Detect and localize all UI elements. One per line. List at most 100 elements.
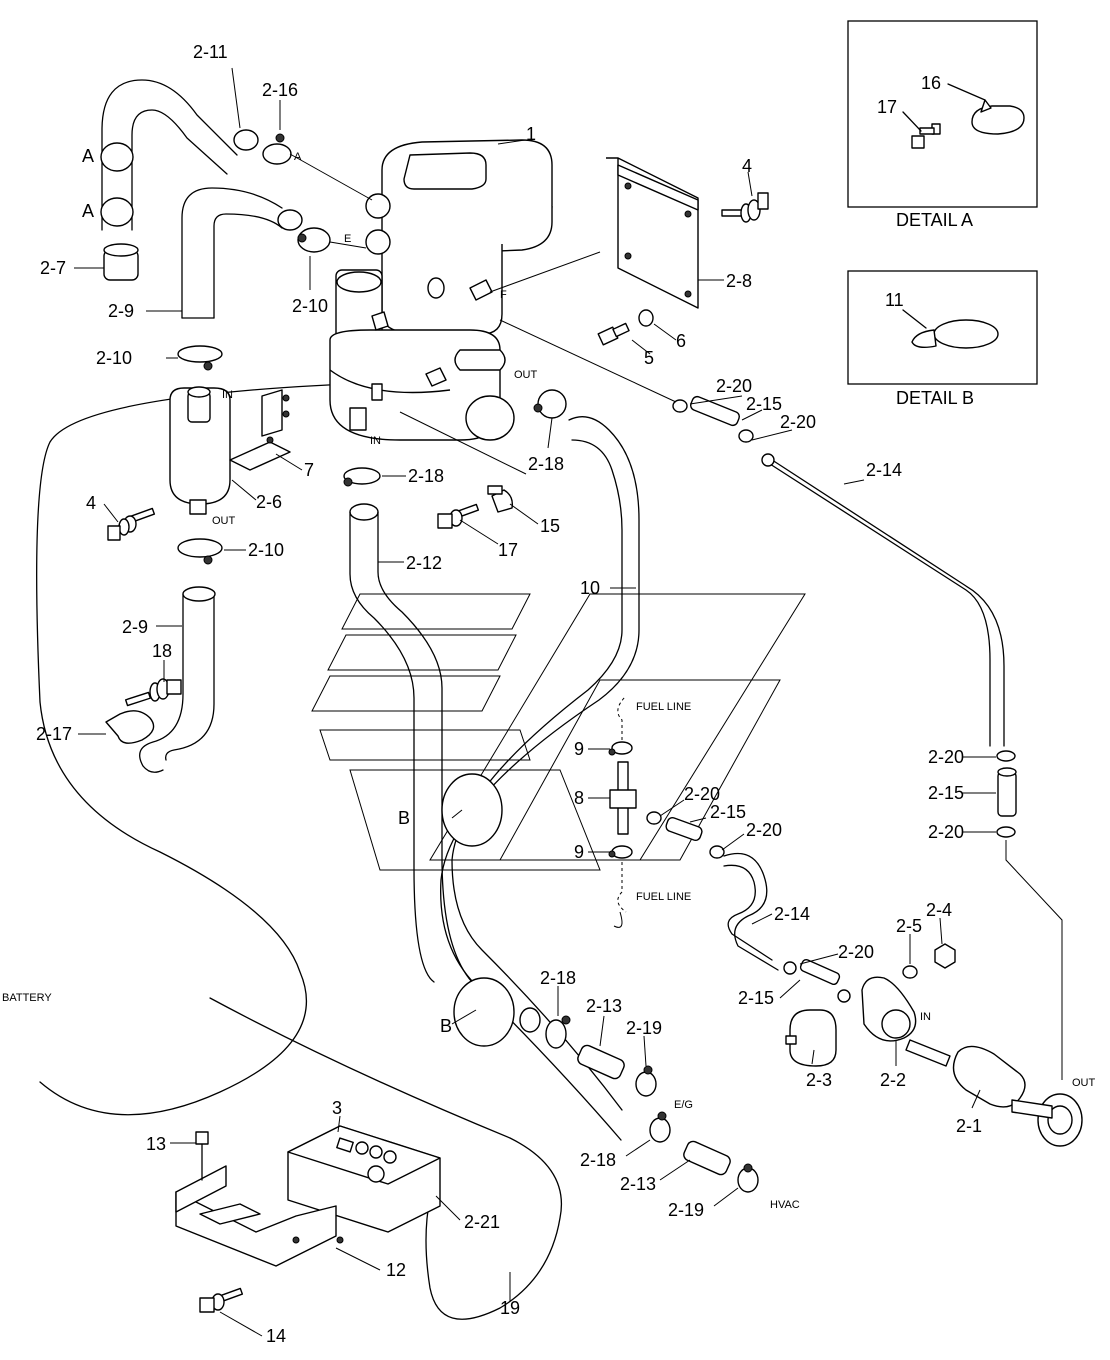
callout: 2-21 (464, 1212, 500, 1232)
callout: 2-18 (540, 968, 576, 988)
out-label: OUT (212, 515, 236, 527)
fitting-2-15-lower (783, 958, 851, 1003)
mounting-bracket (606, 157, 699, 309)
clamp-2-18-a (343, 467, 381, 487)
callout: 2-1 (956, 1116, 982, 1136)
callout: 3 (332, 1098, 342, 1118)
silencer-2-6 (169, 386, 291, 515)
callout: 2-20 (716, 376, 752, 396)
bolt-4-left (107, 507, 156, 541)
clamps-top (177, 133, 331, 371)
callout: 12 (386, 1260, 406, 1280)
detail-b-circle-lower (453, 977, 515, 1047)
callout: 2-20 (746, 820, 782, 840)
in-label: IN (920, 1011, 931, 1023)
controller-3 (287, 1125, 441, 1233)
callout-16: 16 (921, 73, 941, 93)
callout: 2-3 (806, 1070, 832, 1090)
callout: 2-9 (122, 617, 148, 637)
callout: 2-17 (36, 724, 72, 744)
callout: 2-10 (96, 348, 132, 368)
damper-2-3 (785, 1009, 837, 1067)
battery-label: BATTERY (2, 992, 52, 1004)
detail-b-circle-upper (441, 773, 503, 847)
fuel-line-label: FUEL LINE (636, 891, 691, 903)
callout: 17 (498, 540, 518, 560)
callout: 2-13 (586, 996, 622, 1016)
callout: 2-15 (746, 394, 782, 414)
callout: 14 (266, 1326, 286, 1346)
callout: 2-5 (896, 916, 922, 936)
callout: 2-15 (928, 783, 964, 803)
hvac-label: HVAC (770, 1199, 800, 1211)
callout-labels: 1 2-11 2-16 A A 2-7 2-9 2-10 2-10 2-10 2… (36, 42, 982, 1346)
out-label: OUT (514, 369, 538, 381)
bracket-2-2 (861, 976, 917, 1042)
callout: 2-18 (580, 1150, 616, 1170)
callout: 2-16 (262, 80, 298, 100)
callout: 4 (742, 156, 752, 176)
callout: 13 (146, 1134, 166, 1154)
detail-b-panel: 11 (847, 270, 1038, 385)
callout: 7 (304, 460, 314, 480)
callout: 2-12 (406, 553, 442, 573)
callout: 1 (526, 124, 536, 144)
callout: 9 (574, 739, 584, 759)
callout: 2-14 (774, 904, 810, 924)
callout: 2-20 (928, 747, 964, 767)
watermark-logo (311, 593, 806, 871)
in-label: IN (222, 389, 233, 401)
callout: 2-20 (838, 942, 874, 962)
eg-connection (519, 1007, 759, 1193)
callout: 2-10 (248, 540, 284, 560)
clamp-2-18-b (533, 389, 567, 419)
fitting-2-15-right (996, 750, 1017, 838)
callout: 2-19 (668, 1200, 704, 1220)
callout: 2-19 (626, 1018, 662, 1038)
port-label-f: F (500, 289, 507, 301)
bolt-17 (437, 503, 480, 529)
callout: 2-14 (866, 460, 902, 480)
callout: B (398, 808, 410, 828)
callout: 4 (86, 493, 96, 513)
fuel-line-label: FUEL LINE (636, 701, 691, 713)
eg-label: E/G (674, 1099, 693, 1111)
callout: 2-20 (684, 784, 720, 804)
callout: 2-20 (928, 822, 964, 842)
detail-a-title: DETAIL A (896, 210, 973, 230)
callout: 2-2 (880, 1070, 906, 1090)
wiring-harness (36, 381, 562, 1320)
bolt-5 (597, 322, 630, 346)
port-label-e: E (344, 233, 351, 245)
detail-b-title: DETAIL B (896, 388, 974, 408)
detail-a-panel: 16 17 (847, 20, 1038, 208)
callout-17: 17 (877, 97, 897, 117)
port-label-a: A (294, 151, 302, 163)
callout: 19 (500, 1298, 520, 1318)
small-labels: A E F IN IN IN OUT OUT OUT FUEL LINE FUE… (2, 151, 1096, 1211)
leader-lines (74, 67, 996, 1337)
callout: 2-8 (726, 271, 752, 291)
pump-2-1 (905, 1039, 1083, 1147)
hose-2-9-lower (139, 586, 216, 773)
callout: 18 (152, 641, 172, 661)
callout: 2-11 (193, 42, 228, 62)
bolt-4-top (721, 192, 769, 223)
pipe-2-14-right (761, 453, 1005, 747)
callout: 15 (540, 516, 560, 536)
callout: A (82, 201, 94, 221)
callout: 2-18 (408, 466, 444, 486)
pipe-2-12 (349, 503, 473, 983)
hose-2-11 (100, 79, 259, 231)
callout: 2-13 (620, 1174, 656, 1194)
callout: 2-18 (528, 454, 564, 474)
bracket-12 (175, 1165, 344, 1267)
clamp-2-10-bottom (177, 538, 223, 565)
washer-6 (638, 309, 654, 327)
callout: 2-9 (108, 301, 134, 321)
heater-unit (329, 139, 553, 441)
callout-11: 11 (885, 290, 904, 310)
screw-13 (195, 1131, 209, 1181)
callout: 2-6 (256, 492, 282, 512)
pipe-2-14-lower (723, 852, 779, 971)
